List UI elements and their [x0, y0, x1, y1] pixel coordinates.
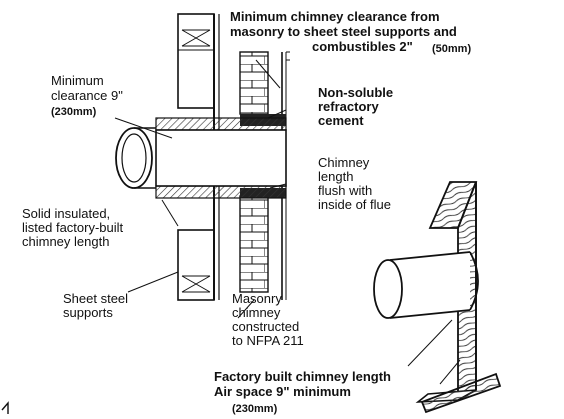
nonsoluble-label-line3: cement — [318, 113, 364, 128]
masonry-label-line1: Masonry — [232, 291, 282, 306]
top-clearance-label-line2: masonry to sheet steel supports and — [230, 24, 457, 39]
wall-framing-lower — [177, 229, 215, 301]
leader-lines-left — [114, 59, 287, 319]
min-clearance-label-line2: clearance 9" — [51, 88, 123, 103]
min-clearance-label-line1: Minimum — [51, 73, 104, 88]
insulated-chimney-length — [115, 117, 287, 199]
chimney-flush-label-line3: flush with — [318, 183, 373, 198]
sheet-steel-label-line1: Sheet steel — [63, 291, 129, 306]
solid-insulated-label-line2: listed factory-built — [22, 220, 124, 235]
leader-lines-right — [407, 319, 461, 385]
min-clearance-metric: (230mm) — [51, 106, 97, 118]
masonry-label-line2: chimney — [232, 305, 281, 320]
factory-built-label-line1: Factory built chimney length — [214, 369, 391, 384]
nonsoluble-label-line2: refractory — [318, 99, 379, 114]
factory-built-label-line2: Air space 9" minimum — [214, 384, 351, 399]
solid-insulated-label-line1: Solid insulated, — [22, 206, 111, 221]
chimney-flush-label-line2: length — [318, 169, 354, 184]
masonry-label-line4: to NFPA 211 — [232, 333, 304, 348]
factory-built-metric: (230mm) — [232, 403, 278, 415]
nonsoluble-label-line1: Non-soluble — [318, 85, 394, 100]
factory-built-chimney-cylinder — [373, 251, 479, 319]
masonry-label-line3: constructed — [232, 319, 300, 334]
top-clearance-label-line3: combustibles 2" — [312, 39, 413, 54]
chimney-flush-label-line1: Chimney — [318, 155, 370, 170]
sheet-steel-label-line2: supports — [63, 305, 113, 320]
corner-mark — [1, 401, 9, 414]
solid-insulated-label-line3: chimney length — [22, 234, 110, 249]
chimney-flush-label-line4: inside of flue — [318, 197, 391, 212]
top-clearance-metric: (50mm) — [432, 43, 472, 55]
wall-framing-upper — [177, 13, 215, 109]
top-clearance-label-line1: Minimum chimney clearance from — [230, 9, 440, 24]
